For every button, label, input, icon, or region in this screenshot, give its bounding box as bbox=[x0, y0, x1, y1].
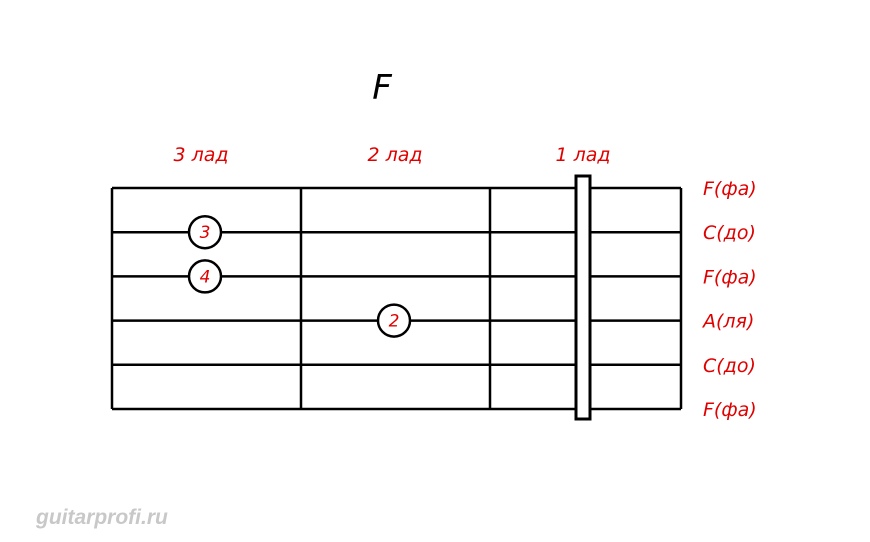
finger-circle bbox=[376, 303, 412, 338]
finger-marker-3: 3 bbox=[187, 214, 223, 250]
barre-bar bbox=[574, 174, 592, 421]
fret-label-2: 2 лад bbox=[367, 144, 422, 166]
finger-number: 3 bbox=[200, 223, 211, 243]
finger-circle bbox=[187, 214, 223, 250]
string-note-3: F(фа) bbox=[703, 266, 757, 288]
finger-number: 2 bbox=[389, 312, 400, 332]
fret-label-1: 1 лад bbox=[555, 144, 610, 166]
finger-number: 4 bbox=[200, 267, 211, 287]
string-labels: F(фа) C(до) F(фа) A(ля) C(до) F(фа) bbox=[701, 178, 757, 421]
finger-circle bbox=[187, 259, 223, 294]
string-note-6: F(фа) bbox=[703, 399, 757, 421]
finger-layer: 3 4 2 bbox=[187, 214, 412, 338]
finger-marker-2: 2 bbox=[376, 303, 412, 338]
finger-marker-4: 4 bbox=[187, 259, 223, 294]
string-note-4: A(ля) bbox=[701, 311, 754, 333]
watermark: guitarprofi.ru bbox=[35, 506, 168, 529]
string-note-5: C(до) bbox=[703, 355, 756, 377]
string-note-2: C(до) bbox=[703, 222, 756, 244]
string-note-1: F(фа) bbox=[703, 178, 757, 200]
chord-title: F bbox=[372, 68, 392, 108]
barre-layer bbox=[574, 174, 592, 421]
fret-label-3: 3 лад bbox=[173, 144, 228, 166]
